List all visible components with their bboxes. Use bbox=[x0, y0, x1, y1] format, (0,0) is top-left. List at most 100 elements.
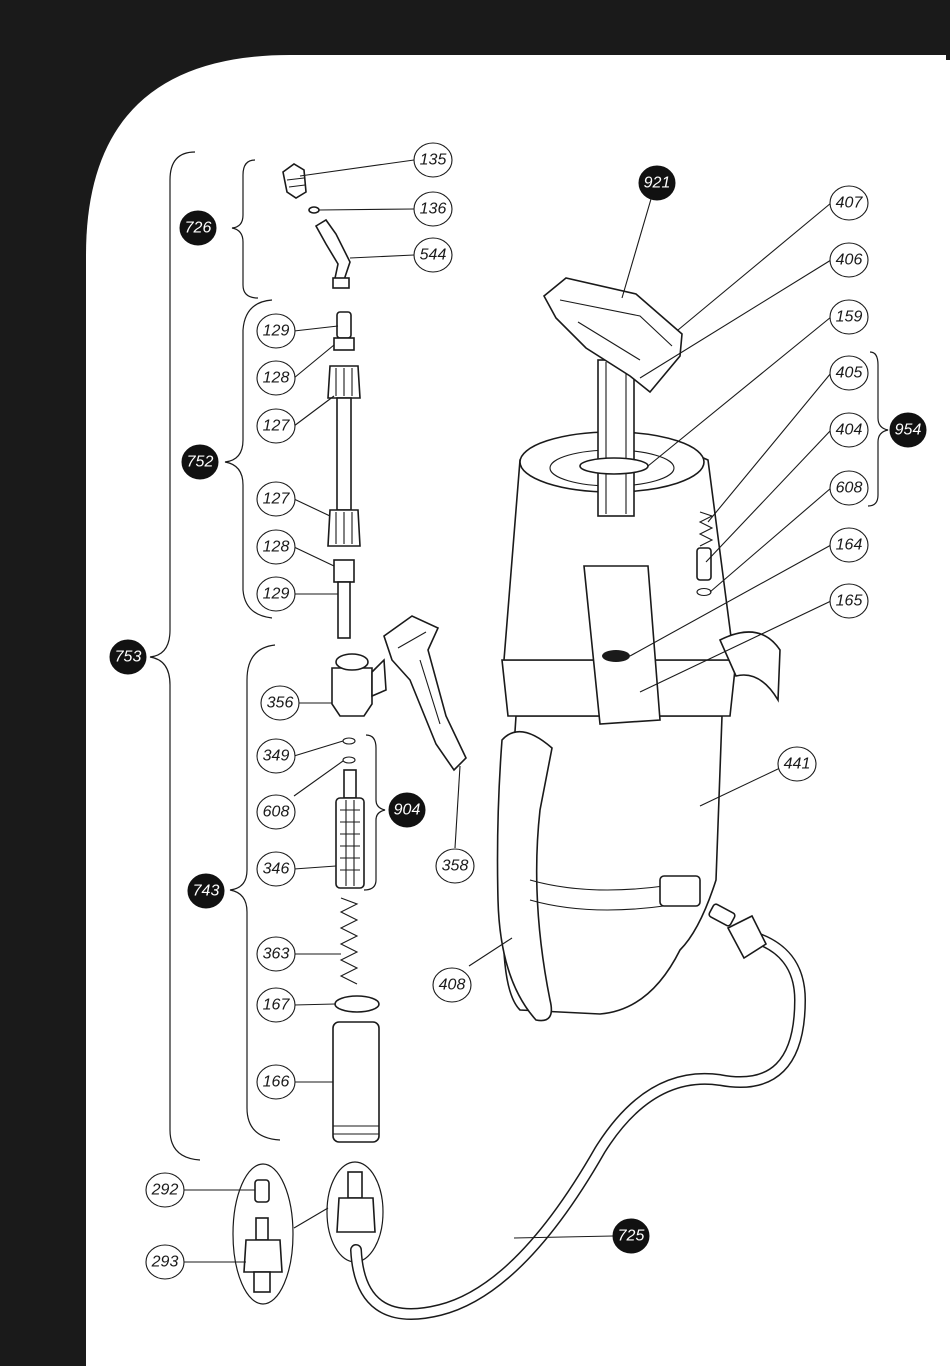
svg-text:743: 743 bbox=[193, 883, 220, 900]
coupler-stem bbox=[348, 1172, 362, 1198]
svg-text:293: 293 bbox=[151, 1254, 179, 1271]
svg-text:407: 407 bbox=[836, 195, 864, 212]
svg-text:608: 608 bbox=[836, 480, 863, 497]
svg-text:404: 404 bbox=[836, 422, 863, 439]
svg-text:159: 159 bbox=[836, 309, 863, 326]
label-165[interactable]: 165 bbox=[830, 584, 868, 618]
coupler-nut bbox=[337, 1198, 375, 1232]
filter-cartridge bbox=[336, 798, 364, 888]
svg-text:346: 346 bbox=[263, 861, 290, 878]
svg-text:408: 408 bbox=[439, 977, 466, 994]
assembly-753[interactable]: 753 bbox=[110, 640, 146, 674]
adapter-292 bbox=[255, 1180, 269, 1202]
assembly-954[interactable]: 954 bbox=[890, 413, 926, 447]
valve-stem bbox=[344, 770, 356, 798]
lance-top-fitting bbox=[337, 312, 351, 338]
label-128-top[interactable]: 128 bbox=[257, 361, 295, 395]
pump-seal-159 bbox=[580, 458, 648, 474]
label-608-valve[interactable]: 608 bbox=[257, 795, 295, 829]
label-404[interactable]: 404 bbox=[830, 413, 868, 447]
label-406[interactable]: 406 bbox=[830, 243, 868, 277]
lance-bottom-collar bbox=[334, 560, 354, 582]
svg-text:356: 356 bbox=[267, 695, 294, 712]
valve-oring-608 bbox=[343, 757, 355, 763]
label-166[interactable]: 166 bbox=[257, 1065, 295, 1099]
lance-top-collar bbox=[334, 338, 354, 350]
assembly-904[interactable]: 904 bbox=[389, 793, 425, 827]
svg-text:127: 127 bbox=[263, 491, 291, 508]
label-292[interactable]: 292 bbox=[146, 1173, 184, 1207]
oring-608-tank bbox=[697, 589, 711, 596]
svg-text:726: 726 bbox=[185, 220, 212, 237]
svg-text:129: 129 bbox=[263, 586, 290, 603]
svg-text:135: 135 bbox=[420, 152, 447, 169]
svg-text:921: 921 bbox=[644, 175, 671, 192]
svg-text:164: 164 bbox=[836, 537, 863, 554]
svg-text:166: 166 bbox=[263, 1074, 290, 1091]
label-127-top[interactable]: 127 bbox=[257, 409, 295, 443]
adapter-293-nut bbox=[244, 1240, 282, 1272]
assembly-743[interactable]: 743 bbox=[188, 874, 224, 908]
svg-text:127: 127 bbox=[263, 418, 291, 435]
valve-oring bbox=[343, 738, 355, 744]
adapter-293-stem bbox=[256, 1218, 268, 1240]
handle-tube bbox=[333, 1022, 379, 1142]
label-167[interactable]: 167 bbox=[257, 988, 295, 1022]
label-358[interactable]: 358 bbox=[436, 849, 474, 883]
tube-oring bbox=[335, 996, 379, 1012]
label-408[interactable]: 408 bbox=[433, 968, 471, 1002]
label-129-bottom[interactable]: 129 bbox=[257, 577, 295, 611]
svg-text:358: 358 bbox=[442, 858, 469, 875]
label-135[interactable]: 135 bbox=[414, 143, 452, 177]
pump-piston-rod bbox=[598, 360, 634, 516]
svg-text:753: 753 bbox=[115, 649, 142, 666]
svg-text:608: 608 bbox=[263, 804, 290, 821]
assembly-725[interactable]: 725 bbox=[613, 1219, 649, 1253]
svg-text:136: 136 bbox=[420, 201, 447, 218]
label-407[interactable]: 407 bbox=[830, 186, 868, 220]
label-164[interactable]: 164 bbox=[830, 528, 868, 562]
nozzle-washer bbox=[309, 207, 319, 213]
label-293[interactable]: 293 bbox=[146, 1245, 184, 1279]
valve-top bbox=[336, 654, 368, 670]
tank-outlet bbox=[660, 876, 700, 906]
label-405[interactable]: 405 bbox=[830, 356, 868, 390]
svg-text:544: 544 bbox=[420, 247, 447, 264]
label-363[interactable]: 363 bbox=[257, 937, 295, 971]
valve-404 bbox=[697, 548, 711, 580]
lance-tube-end bbox=[333, 278, 349, 288]
label-129-top[interactable]: 129 bbox=[257, 314, 295, 348]
label-544[interactable]: 544 bbox=[414, 238, 452, 272]
svg-text:363: 363 bbox=[263, 946, 290, 963]
label-441[interactable]: 441 bbox=[778, 747, 816, 781]
label-159[interactable]: 159 bbox=[830, 300, 868, 334]
assembly-752[interactable]: 752 bbox=[182, 445, 218, 479]
label-356[interactable]: 356 bbox=[261, 686, 299, 720]
svg-text:292: 292 bbox=[151, 1182, 179, 1199]
assembly-921[interactable]: 921 bbox=[639, 166, 675, 200]
label-608-tank[interactable]: 608 bbox=[830, 471, 868, 505]
label-349[interactable]: 349 bbox=[257, 739, 295, 773]
label-136[interactable]: 136 bbox=[414, 192, 452, 226]
lance-tube bbox=[337, 398, 351, 510]
svg-text:904: 904 bbox=[394, 802, 421, 819]
valve-body bbox=[332, 668, 372, 716]
svg-text:129: 129 bbox=[263, 323, 290, 340]
label-346[interactable]: 346 bbox=[257, 852, 295, 886]
svg-text:128: 128 bbox=[263, 370, 290, 387]
frame-right-strip bbox=[946, 0, 950, 60]
svg-text:165: 165 bbox=[836, 593, 863, 610]
svg-text:725: 725 bbox=[618, 1228, 645, 1245]
assembly-726[interactable]: 726 bbox=[180, 211, 216, 245]
svg-text:349: 349 bbox=[263, 748, 290, 765]
svg-text:405: 405 bbox=[836, 365, 863, 382]
svg-text:752: 752 bbox=[187, 454, 214, 471]
svg-text:406: 406 bbox=[836, 252, 863, 269]
svg-text:128: 128 bbox=[263, 539, 290, 556]
label-127-bottom[interactable]: 127 bbox=[257, 482, 295, 516]
seal-164 bbox=[602, 650, 630, 662]
lance-bottom-tube bbox=[338, 582, 350, 638]
label-128-bottom[interactable]: 128 bbox=[257, 530, 295, 564]
svg-text:167: 167 bbox=[263, 997, 291, 1014]
